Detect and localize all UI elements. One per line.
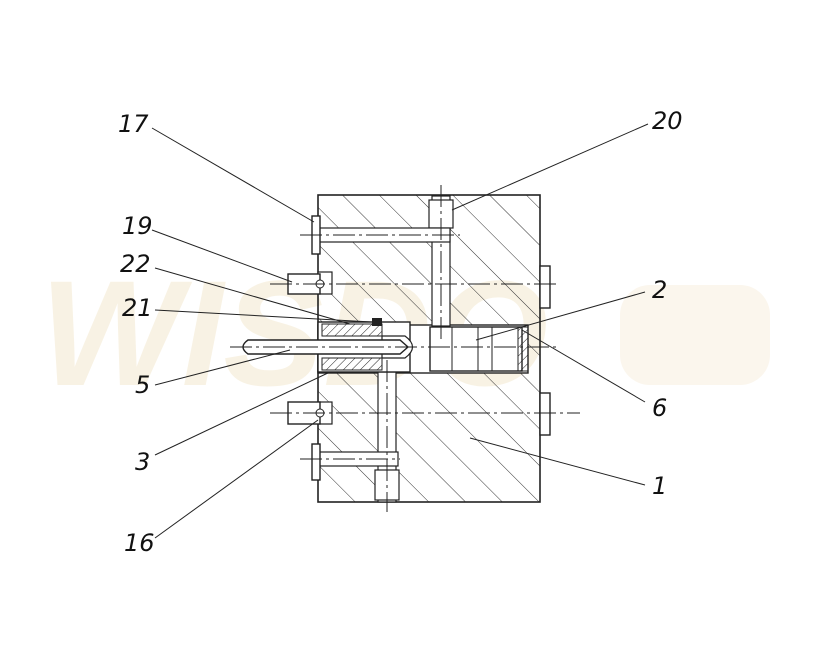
center-lines	[230, 185, 580, 512]
callout-labels: 17 20 19 22 21 2 5 6 3 1 16	[118, 107, 683, 557]
callout-5: 5	[135, 371, 150, 399]
callout-6: 6	[652, 394, 667, 422]
callout-19: 19	[122, 212, 153, 240]
callout-20: 20	[652, 107, 683, 135]
watermark-mark	[620, 285, 770, 385]
callout-1: 1	[652, 472, 667, 500]
callout-16: 16	[124, 529, 155, 557]
callout-22: 22	[120, 250, 151, 278]
callout-2: 2	[652, 276, 667, 304]
pin-part-5	[242, 339, 410, 355]
callout-17: 17	[118, 110, 149, 138]
callout-3: 3	[135, 448, 150, 476]
callout-21: 21	[122, 294, 153, 322]
leader-lines	[151, 123, 649, 539]
insert-part-2	[429, 326, 529, 372]
